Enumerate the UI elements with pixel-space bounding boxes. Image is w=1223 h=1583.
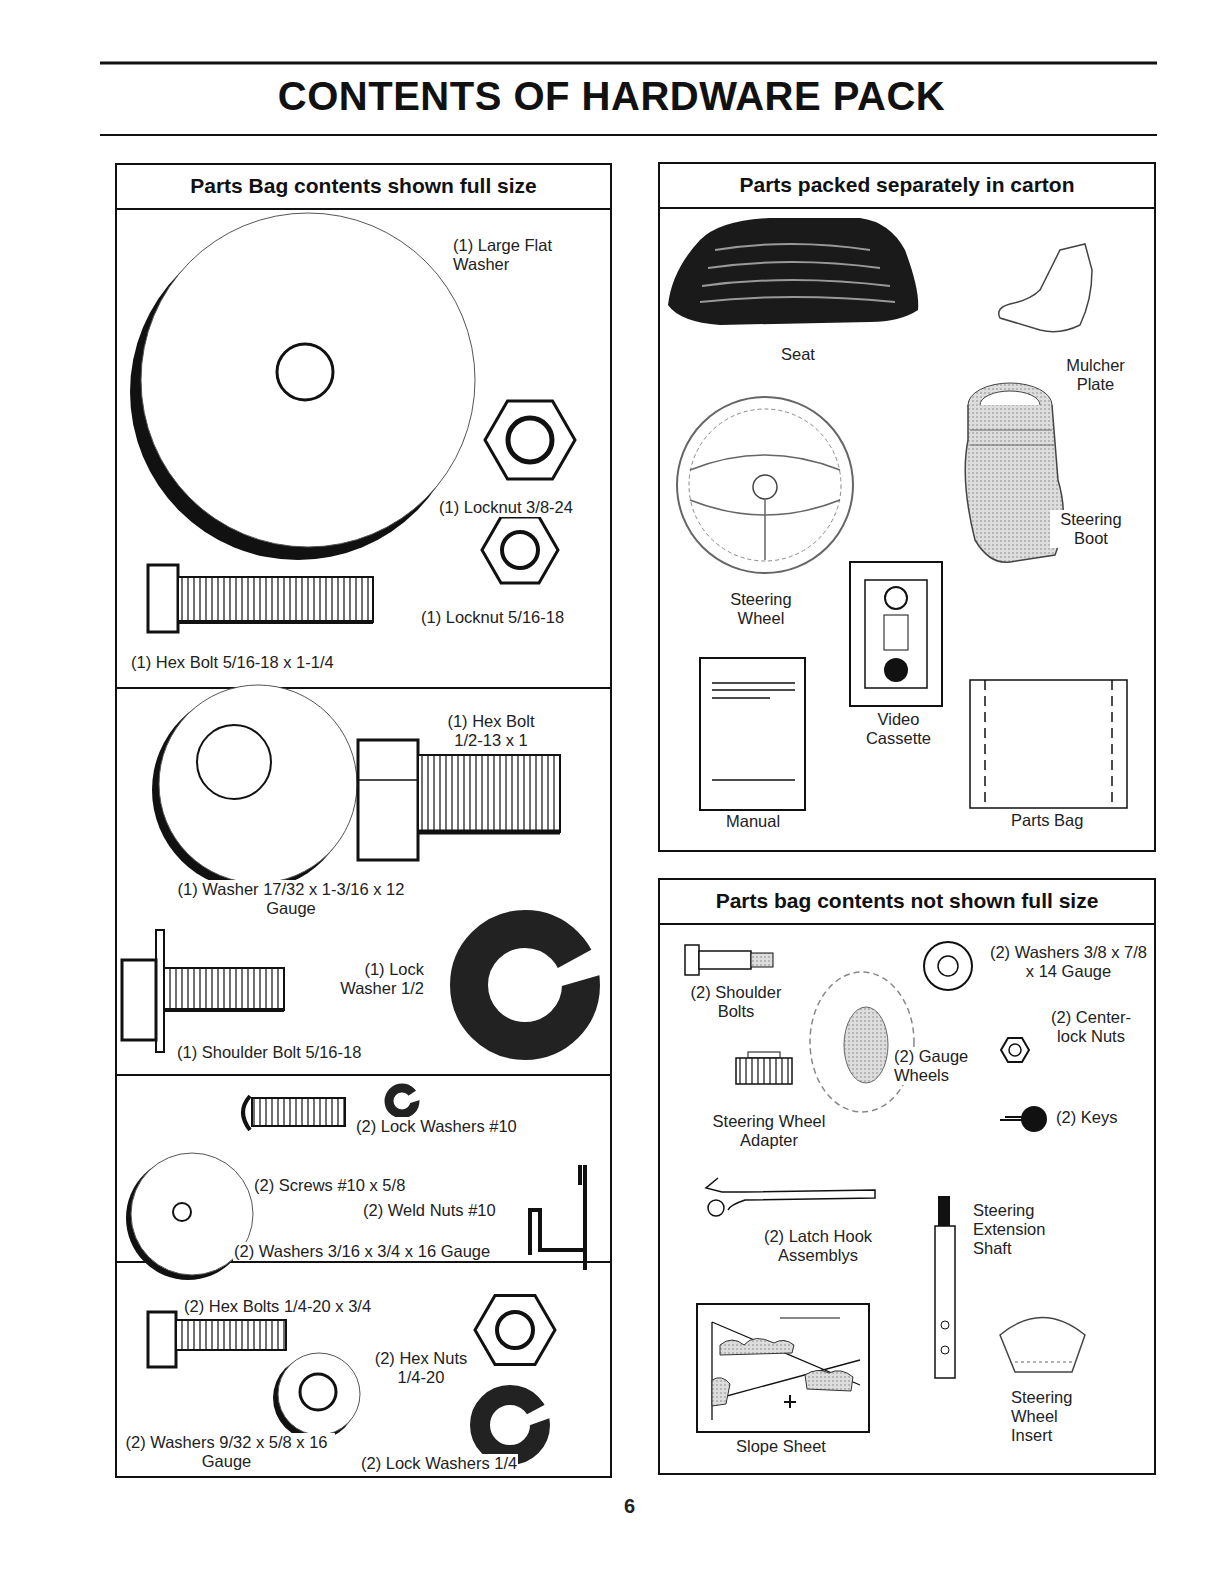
gauge-wheel (810, 972, 914, 1112)
part-label: (2) Weld Nuts #10 (362, 1201, 497, 1220)
shoulder-bolt (122, 930, 284, 1052)
screw (243, 1096, 345, 1130)
large-flat-washer (130, 213, 475, 560)
slope-sheet (697, 1304, 869, 1432)
part-label: (2) Washers 9/32 x 5/8 x 16 Gauge (118, 1433, 335, 1471)
part-label: (2) Lock Washers #10 (355, 1117, 518, 1136)
part-label: (2) Washers 3/8 x 7/8 x 14 Gauge (985, 943, 1152, 981)
part-label: (1) Hex Bolt 1/2-13 x 1 (430, 712, 552, 750)
part-label: (1) Large Flat Washer (452, 236, 579, 274)
rule-line (100, 134, 1157, 136)
part-label: (2) Screws #10 x 5/8 (253, 1176, 406, 1195)
key (1000, 1106, 1047, 1132)
hex-bolt (148, 1312, 286, 1367)
part-label: (2) Lock Washers 1/4 (360, 1454, 518, 1473)
parts-panel: Parts packed separately in carton (658, 162, 1156, 852)
parts-panel: Parts Bag contents shown full size (115, 163, 612, 1478)
part-label: Steering Wheel (705, 590, 817, 628)
latch-hook (706, 1178, 875, 1216)
part-label: Mulcher Plate (1052, 356, 1139, 394)
hex-nut (475, 1295, 555, 1364)
lock-washer (389, 1088, 420, 1114)
washer (924, 942, 972, 990)
lock-washer (469, 929, 600, 1041)
video-cassette (850, 562, 942, 706)
mulcher-plate (999, 244, 1092, 332)
part-label: (2) Washers 3/16 x 3/4 x 16 Gauge (233, 1242, 491, 1261)
steering-boot (965, 383, 1063, 562)
part-label: Manual (725, 812, 781, 831)
steering-wheel-insert (1000, 1318, 1085, 1373)
steering-wheel (677, 397, 853, 573)
panel-heading: Parts packed separately in carton (660, 164, 1154, 209)
panel-heading: Parts bag contents not shown full size (660, 880, 1154, 925)
part-label: (1) Hex Bolt 5/16-18 x 1-1/4 (130, 653, 335, 672)
steering-extension-shaft (935, 1196, 955, 1378)
part-label: (1) Shoulder Bolt 5/16-18 (176, 1043, 362, 1062)
manual (700, 658, 805, 810)
locknut (485, 401, 575, 479)
part-label: (2) Keys (1055, 1108, 1118, 1127)
page-number: 6 (623, 1495, 636, 1518)
center-lock-nut (1001, 1038, 1029, 1062)
part-label: Steering Boot (1050, 510, 1132, 548)
washer (273, 1353, 360, 1440)
panel-heading: Parts Bag contents shown full size (117, 165, 610, 210)
page-title: CONTENTS OF HARDWARE PACK (0, 74, 1223, 119)
lock-washer (480, 1395, 550, 1455)
section-divider (115, 687, 612, 689)
parts-bag (970, 680, 1127, 808)
part-label: (1) Washer 17/32 x 1-3/16 x 12 Gauge (170, 880, 412, 918)
part-label: (2) Shoulder Bolts (675, 983, 797, 1021)
part-label: Parts Bag (1010, 811, 1084, 830)
part-label: Slope Sheet (735, 1437, 827, 1456)
part-label: (2) Hex Nuts 1/4-20 (370, 1349, 472, 1387)
steering-wheel-adapter (736, 1052, 792, 1084)
part-label: (1) Locknut 5/16-18 (420, 608, 565, 627)
part-label: (2) Latch Hook Assemblys (742, 1227, 894, 1265)
washer (152, 685, 357, 890)
part-label: (2) Hex Bolts 1/4-20 x 3/4 (183, 1297, 372, 1316)
part-label: Steering Wheel Adapter (693, 1112, 845, 1150)
part-label: Steering Wheel Insert (1010, 1388, 1102, 1445)
weld-nut (530, 1165, 585, 1270)
part-label: Video Cassette (850, 710, 947, 748)
section-divider (115, 1074, 612, 1076)
part-label: (1) Lock Washer 1/2 (318, 960, 425, 998)
part-label: Seat (780, 345, 816, 364)
shoulder-bolt (685, 945, 773, 975)
seat (668, 218, 918, 325)
hex-bolt (358, 740, 560, 860)
part-label: (2) Center-lock Nuts (1040, 1008, 1142, 1046)
part-label: (1) Locknut 3/8-24 (438, 498, 574, 517)
part-label: Steering Extension Shaft (972, 1201, 1074, 1258)
hex-bolt (148, 565, 373, 632)
part-label: (2) Gauge Wheels (893, 1047, 975, 1085)
rule-line (100, 62, 1157, 65)
locknut (482, 517, 558, 583)
